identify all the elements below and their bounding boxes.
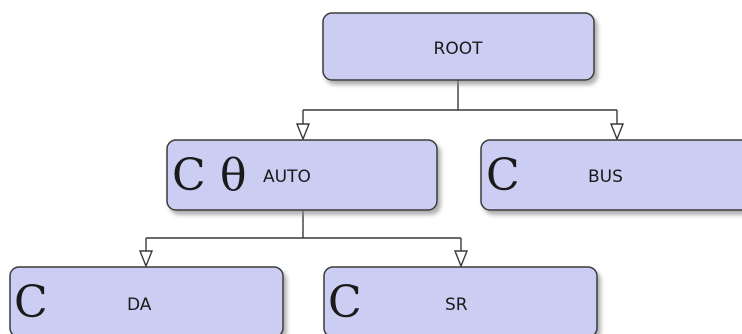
arrowhead-to-sr (453, 250, 469, 268)
class-glyph-icon: C (14, 277, 48, 328)
node-auto[interactable]: C θ AUTO (166, 139, 438, 211)
connector-root-children (302, 80, 618, 124)
node-bus[interactable]: C BUS (480, 139, 742, 211)
node-bus-label: BUS (588, 167, 623, 187)
arrowhead-to-auto (295, 123, 311, 141)
arrowhead-to-da (138, 250, 154, 268)
node-sr[interactable]: C SR (323, 266, 598, 334)
node-root-label: ROOT (434, 39, 484, 59)
node-da[interactable]: C DA (9, 266, 284, 334)
node-da-label: DA (127, 295, 152, 315)
connector-auto-children (145, 210, 462, 251)
node-auto-label: AUTO (263, 167, 311, 187)
node-sr-label: SR (445, 295, 468, 315)
node-root[interactable]: ROOT (322, 12, 595, 81)
class-glyph-icon: C (486, 150, 520, 201)
theta-glyph-icon: θ (220, 150, 247, 201)
class-glyph-icon: C (328, 277, 362, 328)
class-glyph-icon: C (172, 150, 206, 201)
arrowhead-to-bus (609, 123, 625, 141)
